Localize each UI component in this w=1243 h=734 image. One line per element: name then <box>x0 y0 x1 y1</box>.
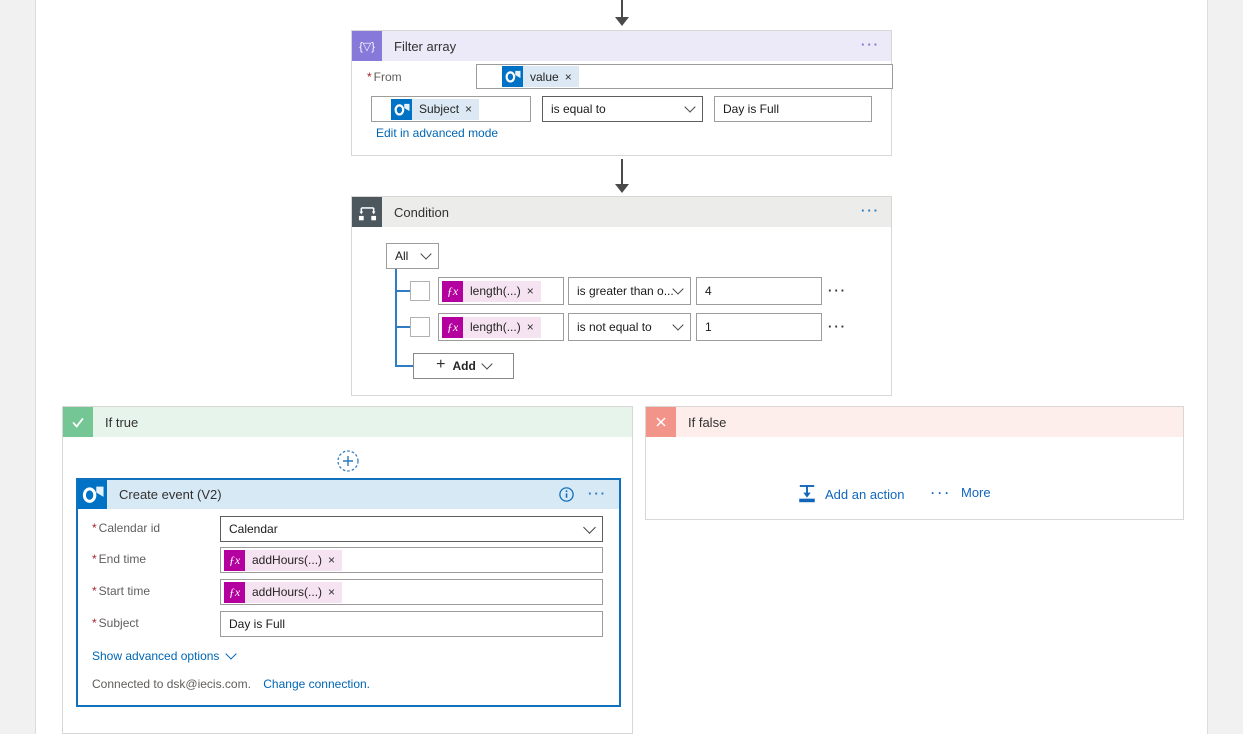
calendar-id-label: *Calendar id <box>92 521 161 535</box>
outlook-icon <box>502 66 523 87</box>
expression-token[interactable]: ƒx addHours(...) × <box>224 581 343 603</box>
token-label: addHours(...) <box>252 585 323 599</box>
token-close-icon[interactable]: × <box>465 102 473 116</box>
chevron-down-icon <box>225 648 238 660</box>
filter-array-header[interactable]: {▽} Filter array ··· <box>352 31 891 61</box>
from-label: *From <box>367 70 402 84</box>
expression-token[interactable]: ƒx length(...) × <box>442 316 541 338</box>
filter-value-input[interactable]: Day is Full <box>714 96 872 122</box>
if-false-header[interactable]: If false <box>646 407 1183 437</box>
ellipsis-icon: ··· <box>931 485 952 500</box>
end-time-input[interactable]: ƒx addHours(...) × <box>220 547 603 573</box>
filter-glyph: {▽} <box>359 40 375 53</box>
end-time-label: *End time <box>92 552 147 566</box>
card-title: Create event (V2) <box>119 487 222 502</box>
add-step-button[interactable] <box>337 450 359 472</box>
if-false-branch: If false Add an action ··· More <box>645 406 1184 520</box>
edit-advanced-link[interactable]: Edit in advanced mode <box>376 126 499 140</box>
subject-label: *Subject <box>92 616 139 630</box>
condition-row-field[interactable]: ƒx length(...) × <box>438 313 564 341</box>
token-label: value <box>530 69 559 84</box>
token-close-icon[interactable]: × <box>328 553 336 567</box>
add-an-action-button[interactable]: Add an action <box>797 484 905 504</box>
fx-icon: ƒx <box>442 316 463 338</box>
fx-icon: ƒx <box>442 280 463 302</box>
condition-operator-dropdown[interactable]: is greater than o... <box>568 277 691 305</box>
token-label: Subject <box>419 102 460 116</box>
show-advanced-link[interactable]: Show advanced options <box>92 648 238 663</box>
create-event-card: Create event (V2) ··· *Calendar id Calen… <box>76 478 621 707</box>
chevron-down-icon <box>583 520 596 534</box>
fx-icon: ƒx <box>224 581 245 603</box>
more-button[interactable]: ··· More <box>931 485 991 500</box>
branch-title: If true <box>105 414 139 430</box>
row-more-menu[interactable]: ··· <box>828 283 847 298</box>
canvas-left-margin <box>0 0 36 734</box>
chevron-down-icon <box>672 319 684 331</box>
more-menu-icon[interactable]: ··· <box>588 485 607 501</box>
check-icon <box>63 407 93 437</box>
block-title: Condition <box>394 204 449 220</box>
row-checkbox[interactable] <box>410 281 430 301</box>
start-time-input[interactable]: ƒx addHours(...) × <box>220 579 603 605</box>
expression-token[interactable]: ƒx addHours(...) × <box>224 549 343 571</box>
token-label: length(...) <box>470 284 521 298</box>
start-time-label: *Start time <box>92 584 151 598</box>
block-title: Filter array <box>394 38 457 54</box>
info-icon[interactable] <box>558 486 575 503</box>
token-label: addHours(...) <box>252 553 323 567</box>
row-checkbox[interactable] <box>410 317 430 337</box>
condition-tree-line <box>395 326 410 328</box>
subject-token[interactable]: Subject × <box>391 98 480 120</box>
condition-tree-line <box>395 269 397 366</box>
required-asterisk: * <box>367 70 372 84</box>
if-true-branch: If true Create event (V2) <box>62 406 633 734</box>
chevron-down-icon <box>684 101 696 113</box>
filter-array-block: {▽} Filter array ··· *From value × <box>351 30 893 156</box>
chevron-down-icon <box>481 358 493 370</box>
more-menu-icon[interactable]: ··· <box>861 37 880 52</box>
calendar-id-dropdown[interactable]: Calendar <box>220 516 603 542</box>
token-label: length(...) <box>470 320 521 334</box>
canvas-right-margin <box>1207 0 1243 734</box>
more-menu-icon[interactable]: ··· <box>861 203 880 218</box>
add-action-icon <box>799 485 815 503</box>
filter-variable-icon: {▽} <box>352 31 382 61</box>
condition-header[interactable]: Condition ··· <box>352 197 891 227</box>
condition-tree-line <box>395 290 410 292</box>
condition-operator-dropdown[interactable]: is not equal to <box>568 313 691 341</box>
chevron-down-icon <box>420 248 432 260</box>
token-close-icon[interactable]: × <box>526 320 534 334</box>
connection-status: Connected to dsk@iecis.com. Change conne… <box>92 677 371 691</box>
condition-icon <box>352 197 382 227</box>
chevron-down-icon <box>672 283 684 295</box>
filter-field-input[interactable]: Subject × <box>371 96 531 122</box>
from-input[interactable]: value × <box>476 64 893 89</box>
outlook-icon <box>78 480 107 509</box>
subject-input[interactable]: Day is Full <box>220 611 603 637</box>
branch-title: If false <box>688 414 727 430</box>
filter-operator-dropdown[interactable]: is equal to <box>542 96 703 122</box>
change-connection-link[interactable]: Change connection. <box>263 677 371 691</box>
create-event-header[interactable]: Create event (V2) ··· <box>78 480 619 509</box>
row-more-menu[interactable]: ··· <box>828 319 847 334</box>
token-close-icon[interactable]: × <box>328 585 336 599</box>
plus-icon: + <box>436 356 446 373</box>
fx-icon: ƒx <box>224 549 245 571</box>
token-close-icon[interactable]: × <box>564 69 572 84</box>
token-close-icon[interactable]: × <box>526 284 534 298</box>
add-button[interactable]: + Add <box>413 353 514 379</box>
condition-tree-line <box>395 365 413 367</box>
if-true-header[interactable]: If true <box>63 407 632 437</box>
group-operator-dropdown[interactable]: All <box>386 243 439 269</box>
condition-row-field[interactable]: ƒx length(...) × <box>438 277 564 305</box>
x-icon <box>646 407 676 437</box>
condition-value-input[interactable]: 4 <box>696 277 822 305</box>
value-token[interactable]: value × <box>502 66 579 87</box>
condition-block: Condition ··· All ƒx length(...) × is gr… <box>351 196 892 396</box>
expression-token[interactable]: ƒx length(...) × <box>442 280 541 302</box>
condition-value-input[interactable]: 1 <box>696 313 822 341</box>
outlook-icon <box>391 98 412 120</box>
